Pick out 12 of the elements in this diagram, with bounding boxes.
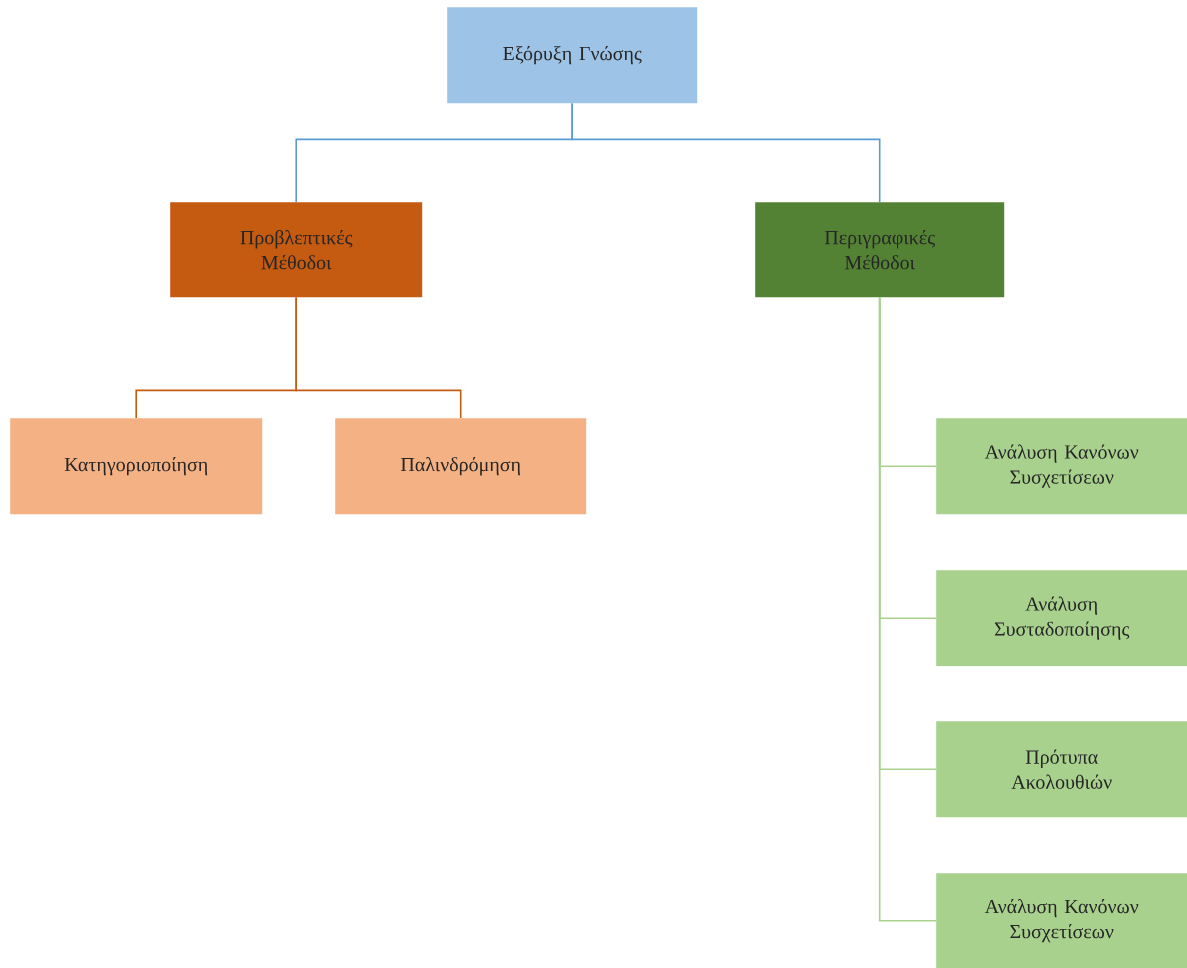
connector-line — [571, 102, 881, 203]
connector-line — [878, 296, 937, 922]
method-box: Προβλεπτικές Μέθοδοι — [170, 202, 423, 298]
method-box: Εξόρυξη Γνώσης — [447, 7, 698, 104]
method-box: Πρότυπα Ακολουθιών — [936, 721, 1187, 818]
method-box: Περιγραφικές Μέθοδοι — [755, 202, 1005, 298]
method-box: Ανάλυση Κανόνων Συσχετίσεων — [936, 873, 1187, 968]
method-box: Κατηγοριοποίηση — [10, 418, 263, 515]
method-box: Ανάλυση Συσταδοποίησης — [936, 570, 1187, 667]
connector-line — [295, 296, 462, 419]
method-box: Παλινδρόμηση — [335, 418, 587, 515]
method-box: Ανάλυση Κανόνων Συσχετίσεων — [936, 418, 1187, 515]
